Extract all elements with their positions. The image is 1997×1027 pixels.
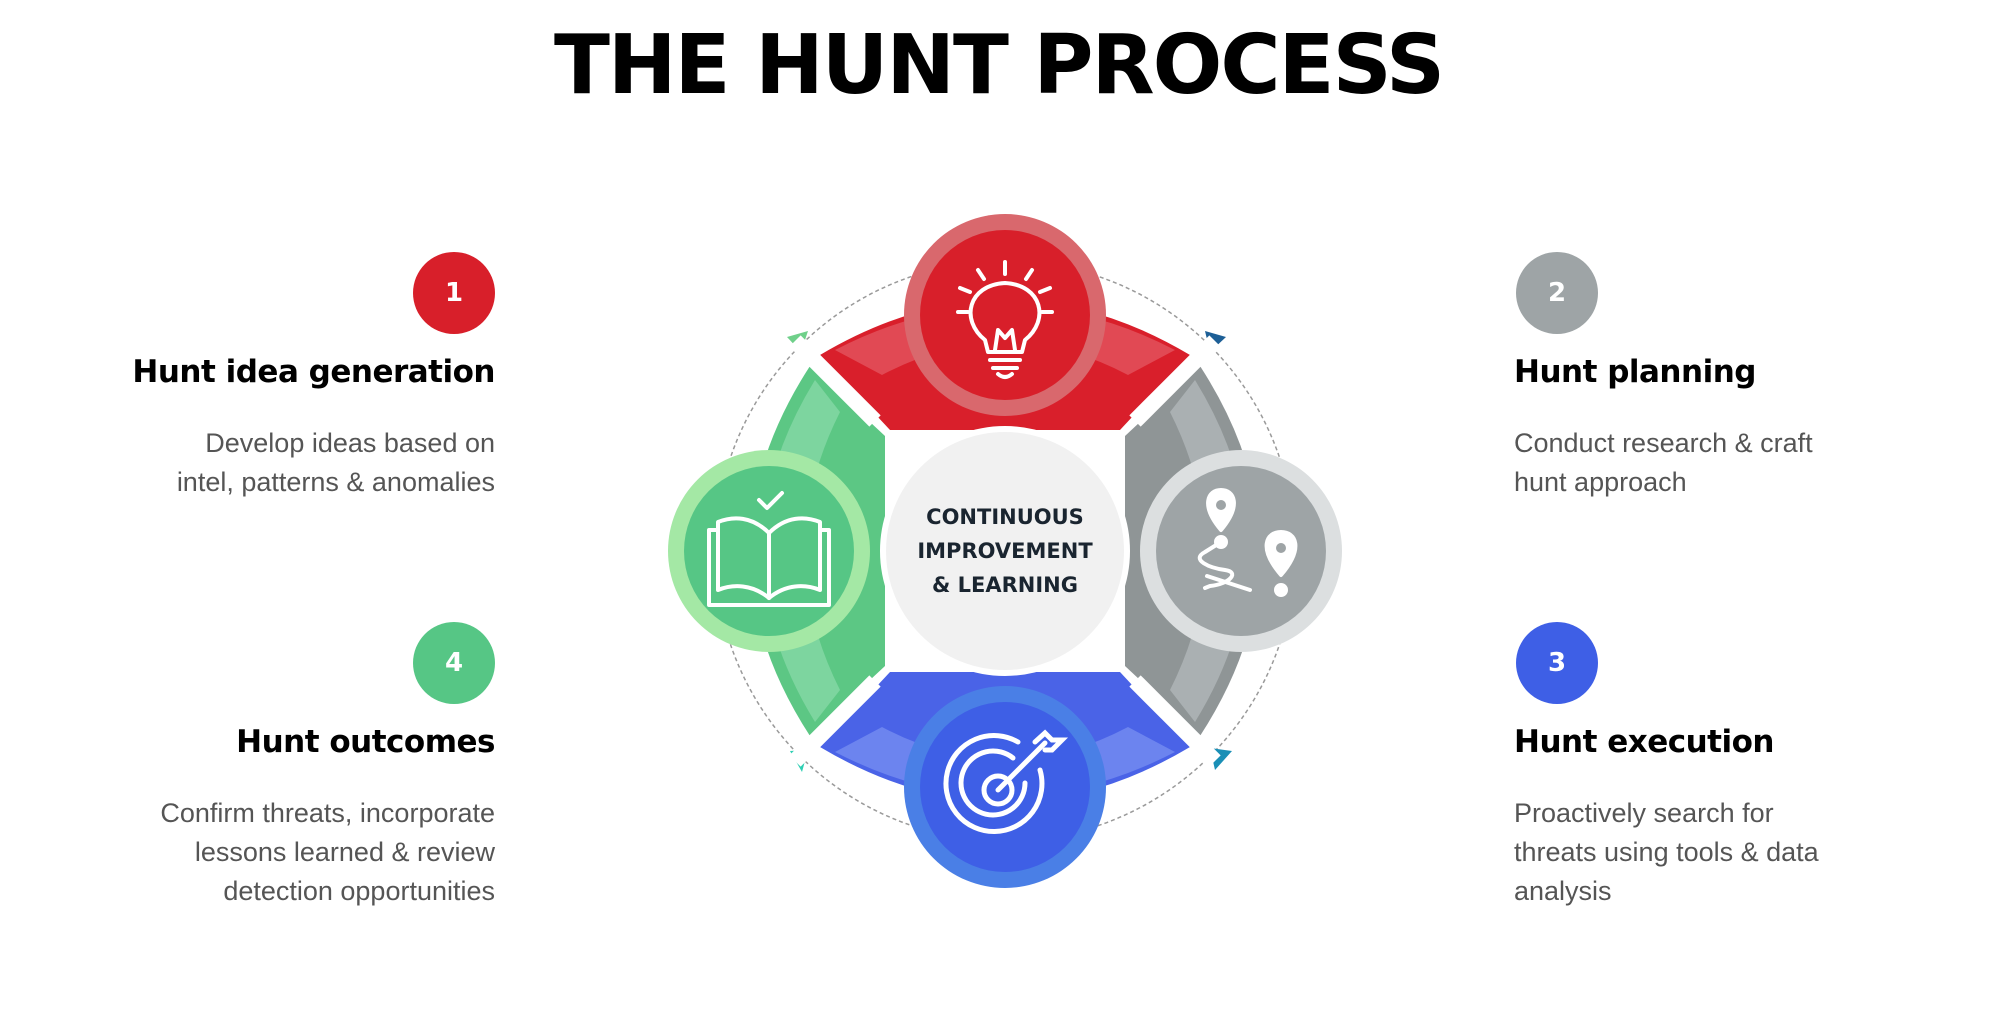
center-label-line-3: & LEARNING <box>932 573 1078 597</box>
step-number-badge: 4 <box>413 622 495 704</box>
step-description: Confirm threats, incorporate lessons lea… <box>160 798 495 906</box>
step-3: 3 Hunt execution Proactively search for … <box>1514 622 1914 906</box>
lightbulb-icon <box>956 260 1054 379</box>
node-bottom-execution <box>904 686 1106 888</box>
node-left-outcomes <box>668 450 870 652</box>
step-2: 2 Hunt planning Conduct research & craft… <box>1514 252 1914 512</box>
step-heading: Hunt execution <box>1514 724 1775 760</box>
step-number-badge: 2 <box>1516 252 1598 334</box>
center-label-line-1: CONTINUOUS <box>926 505 1084 529</box>
step-description: Proactively search for threats using too… <box>1514 798 1819 906</box>
page-title: THE HUNT PROCESS <box>553 18 1445 113</box>
step-4: 4 Hunt outcomes Confirm threats, incorpo… <box>100 622 495 952</box>
step-description: Conduct research & craft hunt approach <box>1514 428 1813 497</box>
node-right-planning <box>1140 450 1342 652</box>
segment-separators <box>789 335 1221 767</box>
center-circle <box>880 426 1130 676</box>
open-book-check-icon <box>707 491 831 607</box>
step-number-badge: 3 <box>1516 622 1598 704</box>
step-number-badge: 1 <box>413 252 495 334</box>
node-top-idea <box>904 214 1106 416</box>
step-heading: Hunt idea generation <box>132 354 495 390</box>
target-arrow-icon <box>943 729 1069 834</box>
center-label-line-2: IMPROVEMENT <box>917 539 1093 563</box>
step-heading: Hunt planning <box>1514 354 1756 390</box>
route-map-pins-icon <box>1197 488 1298 597</box>
step-1: 1 Hunt idea generation Develop ideas bas… <box>100 252 495 512</box>
step-heading: Hunt outcomes <box>236 724 495 760</box>
step-description: Develop ideas based on intel, patterns &… <box>176 428 495 497</box>
